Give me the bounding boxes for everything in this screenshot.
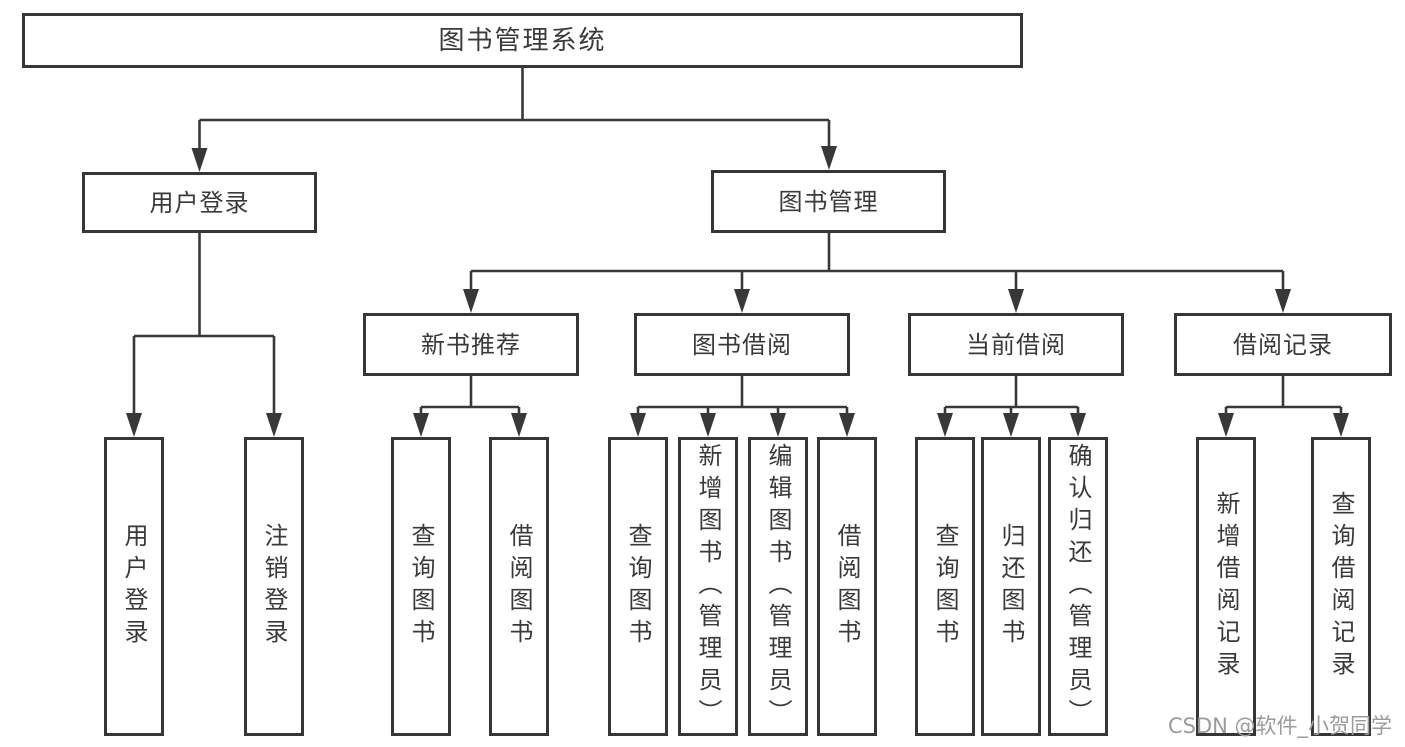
leaf-confirm-return-admin: 确认归还（管理员） bbox=[1048, 437, 1108, 736]
leaf-query-borrow-record: 查询借阅记录 bbox=[1311, 437, 1371, 736]
leaf-logout: 注销登录 bbox=[244, 437, 304, 736]
leaf-borrow-books-recommend: 借阅图书 bbox=[489, 437, 549, 736]
leaf-user-login: 用户登录 bbox=[104, 437, 164, 736]
node-library-management-system: 图书管理系统 bbox=[22, 13, 1023, 68]
node-current-borrowing: 当前借阅 bbox=[908, 313, 1124, 376]
leaf-edit-books-admin: 编辑图书（管理员） bbox=[748, 437, 808, 736]
leaf-query-books-current: 查询图书 bbox=[915, 437, 975, 736]
node-new-book-recommendation: 新书推荐 bbox=[363, 313, 579, 376]
leaf-add-books-admin: 新增图书（管理员） bbox=[678, 437, 738, 736]
leaf-add-borrow-record: 新增借阅记录 bbox=[1196, 437, 1256, 736]
node-book-borrowing: 图书借阅 bbox=[634, 313, 850, 376]
node-user-login-branch: 用户登录 bbox=[82, 172, 317, 233]
leaf-query-books-borrow: 查询图书 bbox=[608, 437, 668, 736]
node-borrowing-records: 借阅记录 bbox=[1174, 313, 1392, 376]
leaf-query-books-recommend: 查询图书 bbox=[391, 437, 451, 736]
leaf-borrow-books: 借阅图书 bbox=[817, 437, 877, 736]
csdn-watermark: CSDN @软件_小贺同学 bbox=[1168, 714, 1393, 738]
node-book-management-branch: 图书管理 bbox=[711, 170, 946, 233]
leaf-return-books: 归还图书 bbox=[981, 437, 1041, 736]
